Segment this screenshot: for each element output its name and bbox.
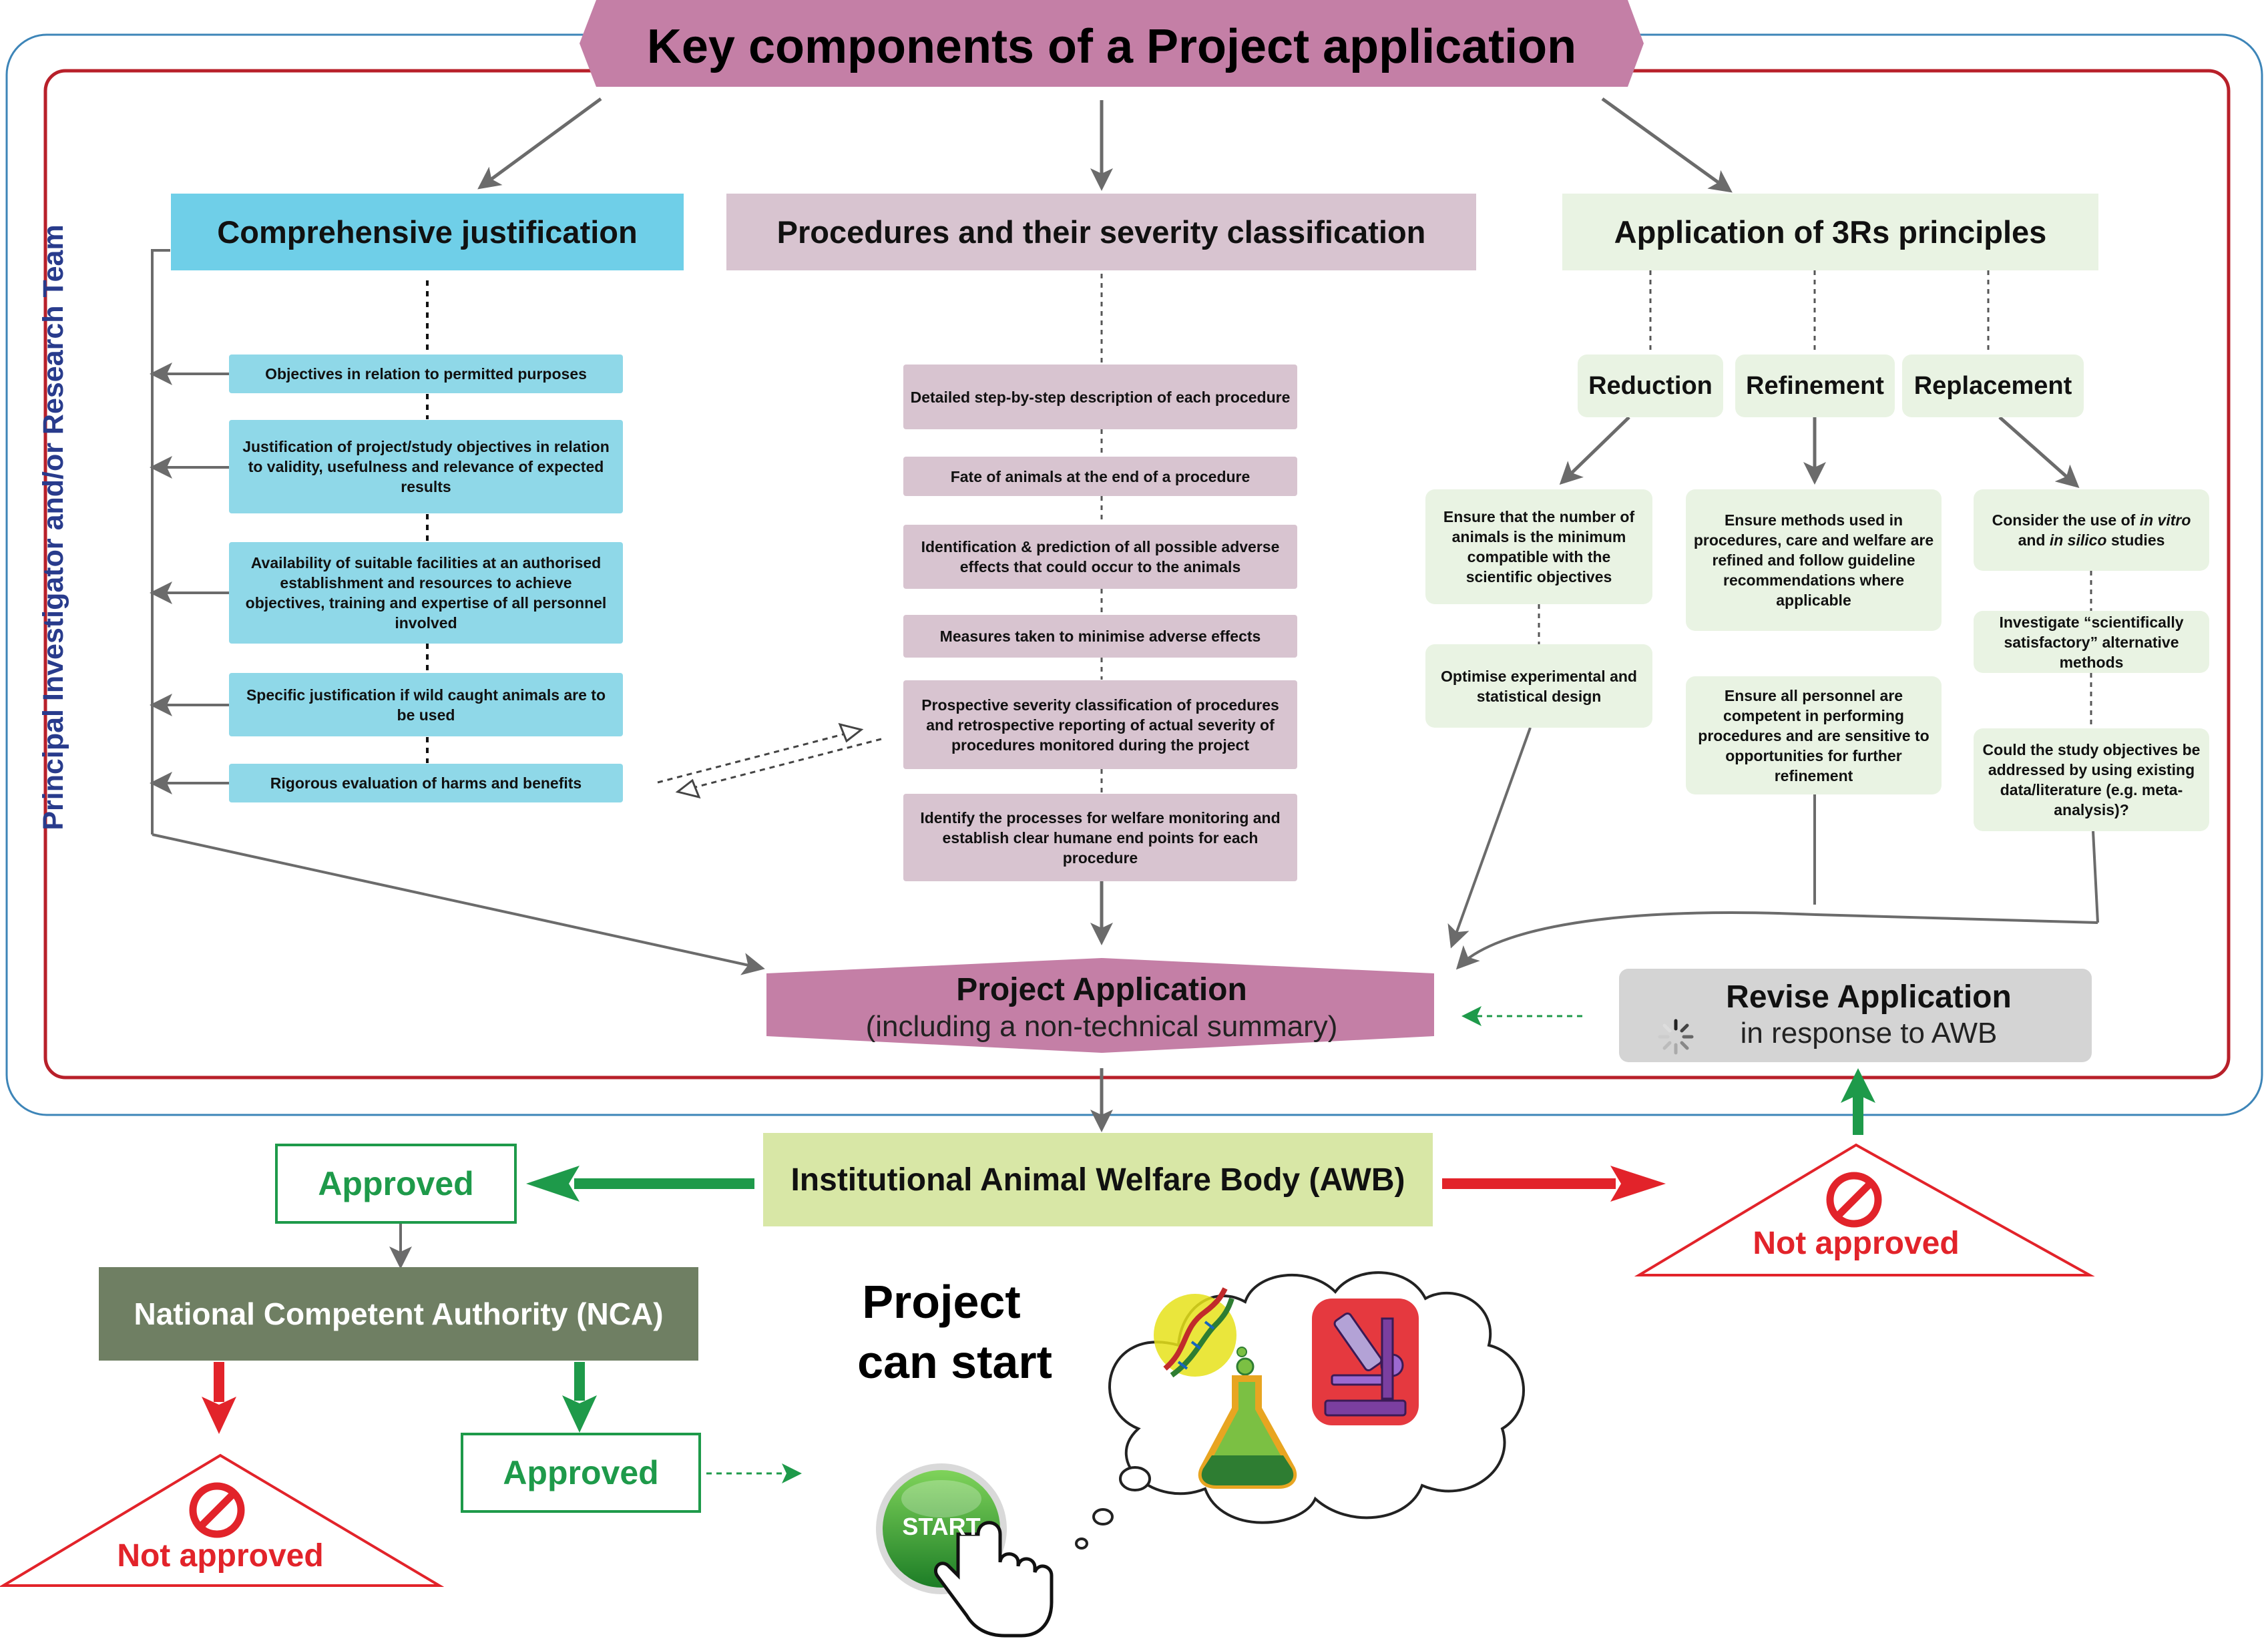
project-application-title: Project Application [956, 972, 1247, 1007]
procedure-item: Identify the processes for welfare monit… [903, 794, 1297, 881]
side-label: Principal Investigator and/or Research T… [37, 224, 69, 831]
page-title: Key components of a Project application [647, 20, 1576, 73]
justification-item: Rigorous evaluation of harms and benefit… [229, 764, 623, 802]
approved-nca-box [461, 1433, 701, 1513]
pointer-hand-icon [933, 1521, 1054, 1638]
procedure-item: Detailed step-by-step description of eac… [903, 365, 1297, 429]
title-banner [580, 0, 1644, 87]
replacement-item: Could the study objectives be addressed … [1974, 728, 2209, 831]
justification-item: Specific justification if wild caught an… [229, 673, 623, 736]
replacement-label: Replacement [1902, 355, 2084, 417]
procedure-item: Fate of animals at the end of a procedur… [903, 457, 1297, 496]
awb-box [763, 1133, 1433, 1226]
replacement-item: Investigate “scientifically satisfactory… [1974, 611, 2209, 673]
revise-application-subtitle: in response to AWB [1740, 1017, 1998, 1049]
revise-application-title: Revise Application [1726, 979, 2012, 1015]
arrow-title-3rs [1601, 97, 1733, 193]
awb-label: Institutional Animal Welfare Body (AWB) [790, 1162, 1405, 1198]
justification-item: Objectives in relation to permitted purp… [229, 355, 623, 393]
left-bracket [151, 249, 170, 835]
justification-item: Justification of project/study objective… [229, 420, 623, 513]
approved-nca-label: Approved [503, 1454, 659, 1491]
justification-item: Availability of suitable facilities at a… [229, 542, 623, 644]
microscope-icon [1312, 1299, 1419, 1425]
procedure-item: Prospective severity classification of p… [903, 680, 1297, 769]
project-can-start-line1: Project [862, 1276, 1021, 1328]
reduction-item: Optimise experimental and statistical de… [1425, 644, 1652, 728]
not-approved-nca-label: Not approved [117, 1538, 324, 1574]
nca-box [99, 1267, 698, 1361]
refinement-label: Refinement [1735, 355, 1895, 417]
revise-application-box [1619, 969, 2092, 1062]
project-application-banner [766, 958, 1434, 1053]
dna-icon [1154, 1287, 1236, 1378]
no-entry-icon [189, 1482, 245, 1538]
not-approved-awb-label: Not approved [1753, 1226, 1960, 1261]
project-application-subtitle: (including a non-technical summary) [865, 1010, 1338, 1043]
thought-cloud [1075, 1271, 1525, 1550]
spinner-icon [1658, 1019, 1694, 1055]
start-label: START [902, 1513, 981, 1540]
no-entry-icon [1826, 1172, 1882, 1228]
reduction-label: Reduction [1578, 355, 1723, 417]
refinement-item: Ensure methods used in procedures, care … [1686, 489, 1942, 631]
flask-icon [1198, 1347, 1297, 1489]
nca-label: National Competent Authority (NCA) [134, 1297, 664, 1331]
approved-awb-box [275, 1144, 517, 1224]
procedure-item: Measures taken to minimise adverse effec… [903, 615, 1297, 658]
header-procedures-severity: Procedures and their severity classifica… [726, 194, 1476, 270]
arrow-bracket-to-application [152, 833, 765, 975]
header-comprehensive-justification: Comprehensive justification [171, 194, 684, 270]
header-3rs-principles: Application of 3Rs principles [1562, 194, 2098, 270]
not-approved-awb-triangle [1634, 1143, 2095, 1276]
procedure-item: Identification & prediction of all possi… [903, 525, 1297, 589]
reduction-item: Ensure that the number of animals is the… [1425, 489, 1652, 604]
refinement-item: Ensure all personnel are competent in pe… [1686, 676, 1942, 794]
project-can-start-line2: can start [857, 1336, 1052, 1388]
not-approved-nca-triangle [0, 1453, 445, 1587]
approved-awb-label: Approved [318, 1165, 474, 1202]
arrow-title-justification [477, 97, 602, 190]
